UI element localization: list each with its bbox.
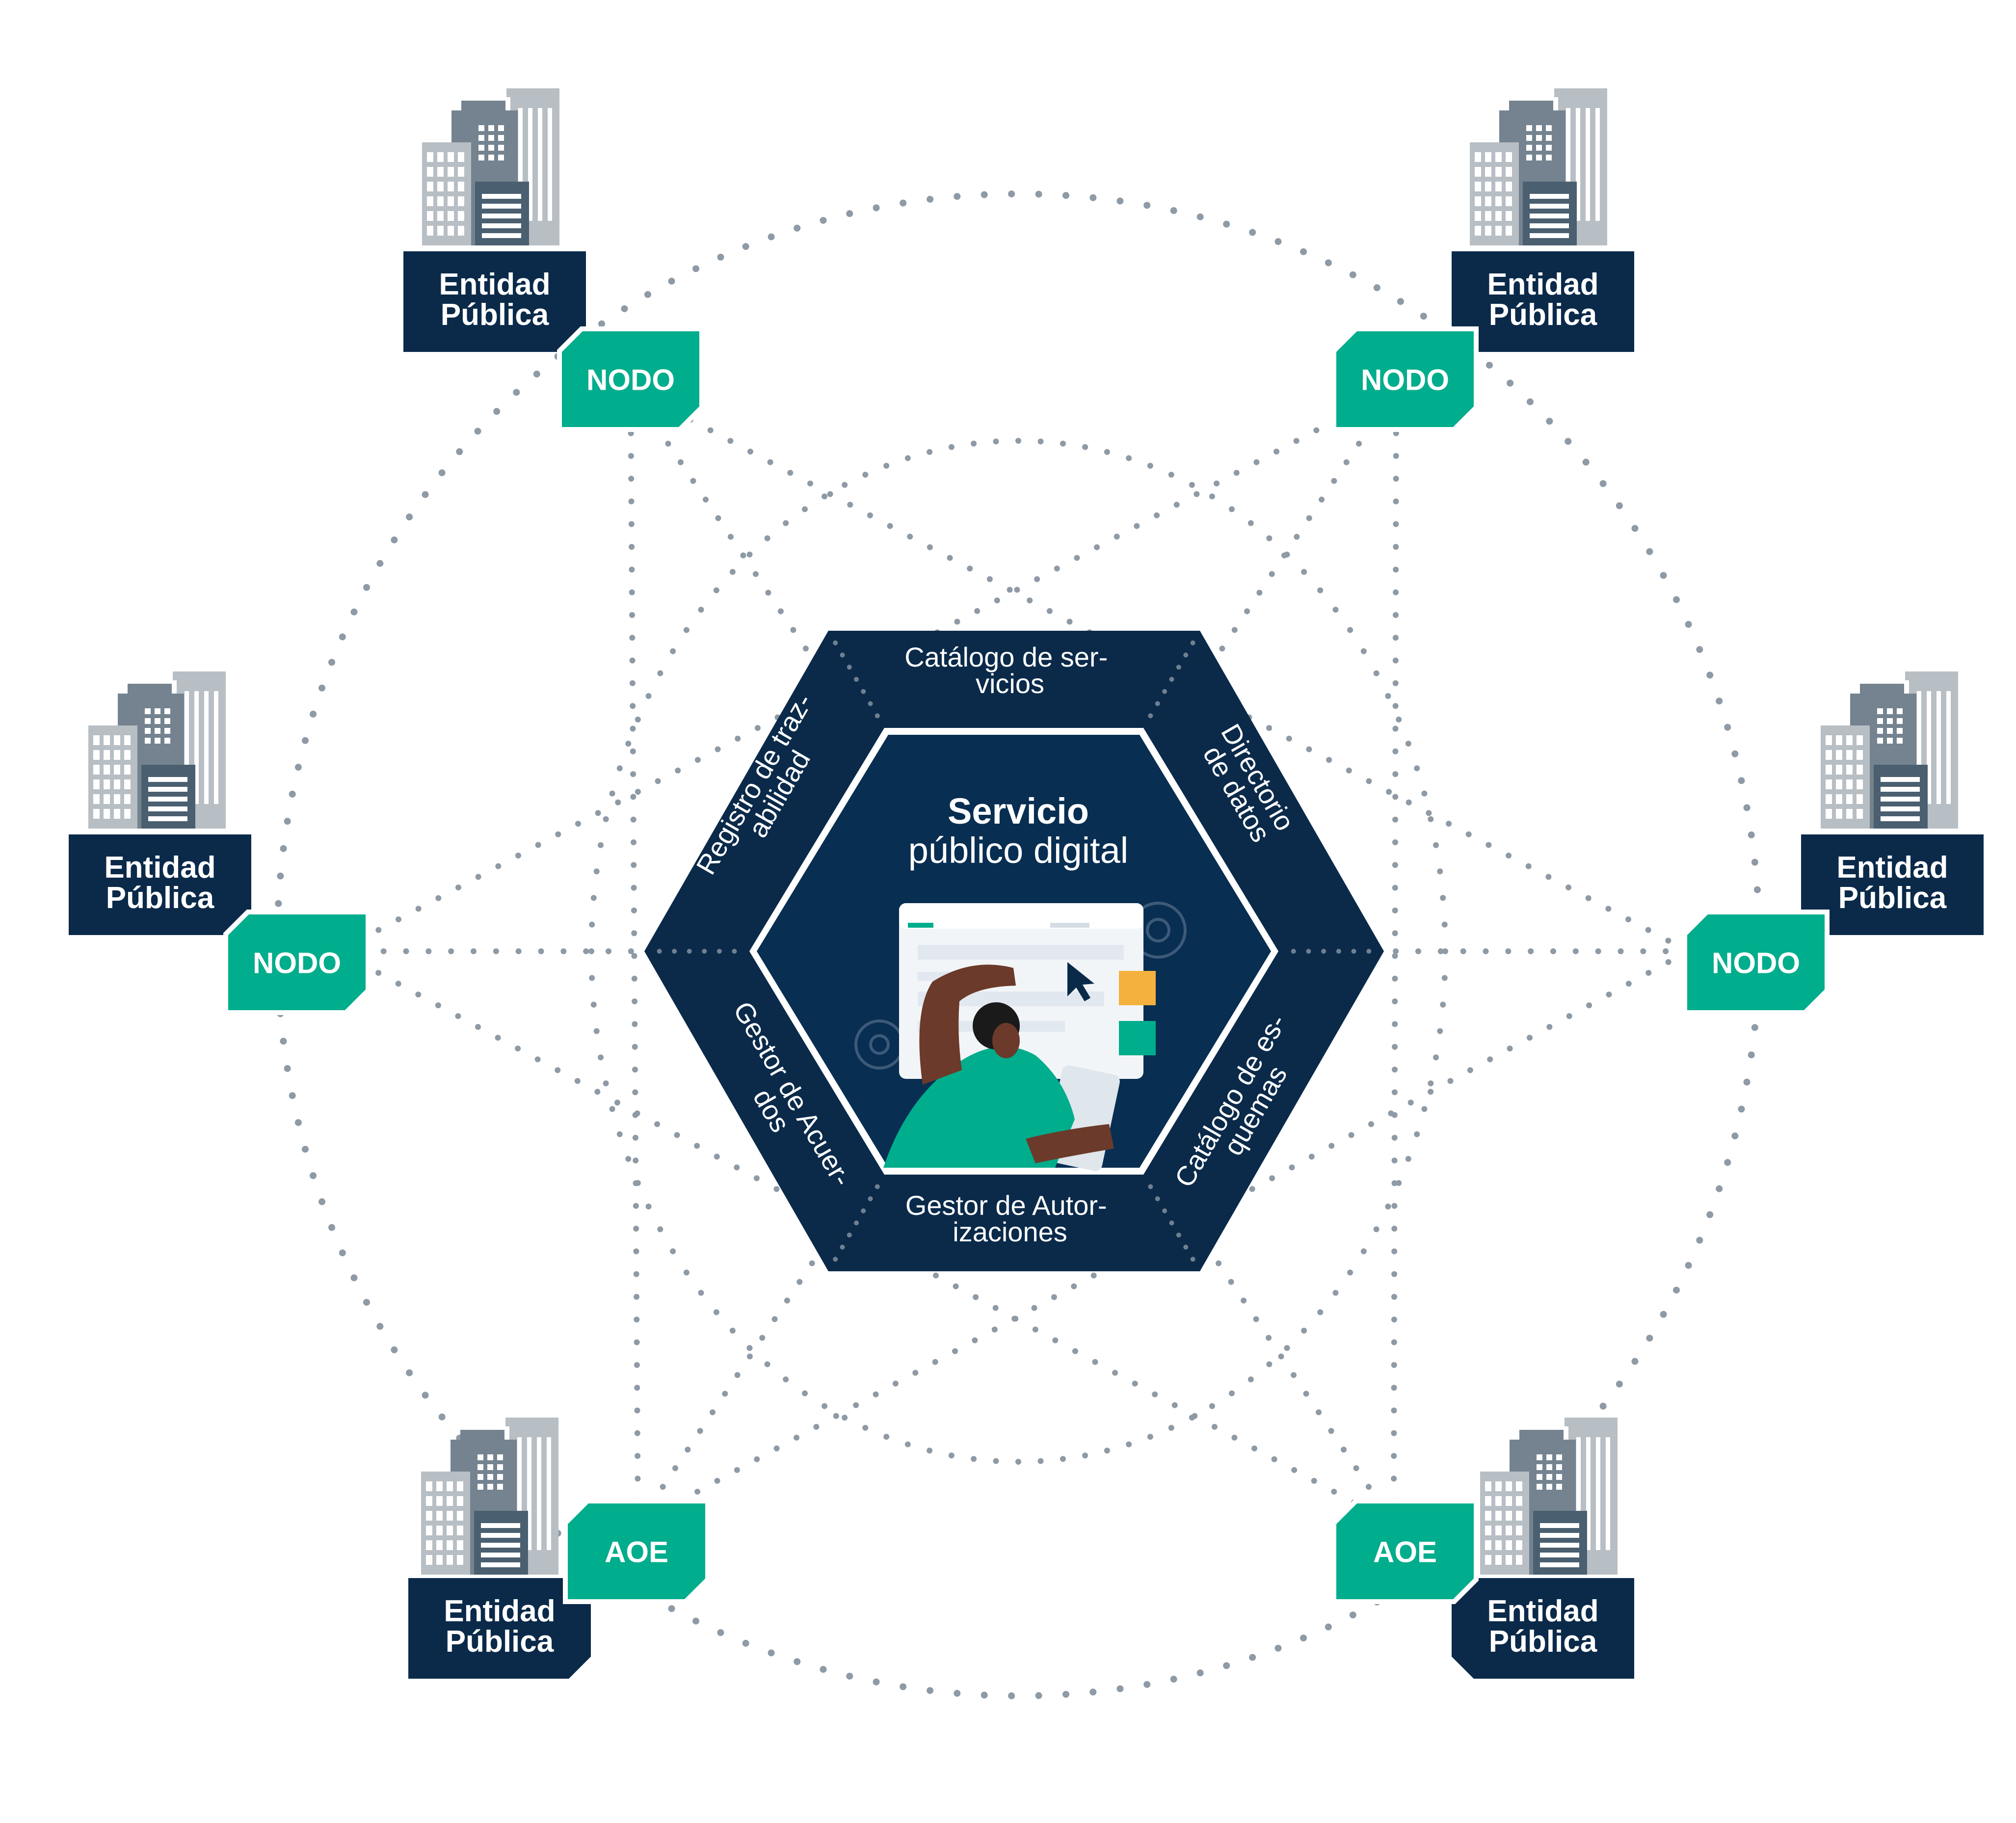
badge-label: NODO (586, 364, 675, 397)
entity-label-box (1452, 1578, 1634, 1679)
buildings-icon (88, 671, 226, 829)
entity-label-box (1801, 834, 1984, 935)
entity-label-box (1452, 251, 1634, 352)
badge-label: NODO (1361, 364, 1449, 397)
entity-label-box (69, 834, 251, 935)
ring-label-gestor-autorizaciones: Gestor de Autor- izaciones (905, 1190, 1114, 1247)
aoe-badge[interactable]: AOE (563, 1499, 710, 1604)
nodo-badge[interactable]: NODO (557, 326, 704, 432)
badge-label: NODO (253, 947, 341, 980)
badge-label: AOE (605, 1536, 668, 1569)
badge-label: NODO (1712, 947, 1800, 980)
ring-label-catalogo-servicios: Catálogo de ser- vicios (904, 642, 1115, 699)
nodo-badge[interactable]: NODO (1331, 326, 1479, 432)
outer-dotted-ring (274, 190, 1763, 1699)
aoe-badge[interactable]: AOE (1331, 1499, 1479, 1604)
dotted-connections (274, 190, 1763, 1699)
buildings-icon (1470, 88, 1607, 245)
central-hexagon: Catálogo de ser- vicios Directorio de da… (644, 631, 1384, 1271)
link-tl-bl (628, 385, 641, 1527)
ring-separators (657, 640, 1372, 1262)
buildings-icon (421, 1418, 558, 1575)
nodo-badge[interactable]: NODO (223, 910, 371, 1015)
buildings-icon (1821, 671, 1958, 829)
link-tr-br (1391, 385, 1399, 1527)
nodo-badge[interactable]: NODO (1682, 910, 1830, 1015)
inner-dotted-ring (588, 438, 1448, 1465)
center-title: Servicio (948, 791, 1089, 831)
buildings-icon (1480, 1418, 1618, 1575)
entity-label-box (403, 251, 586, 352)
badge-label: AOE (1373, 1536, 1437, 1569)
person-at-computer-icon (854, 902, 1187, 1171)
center-subtitle: público digital (908, 830, 1128, 871)
buildings-icon (422, 88, 559, 245)
entity-label-box (408, 1578, 591, 1679)
